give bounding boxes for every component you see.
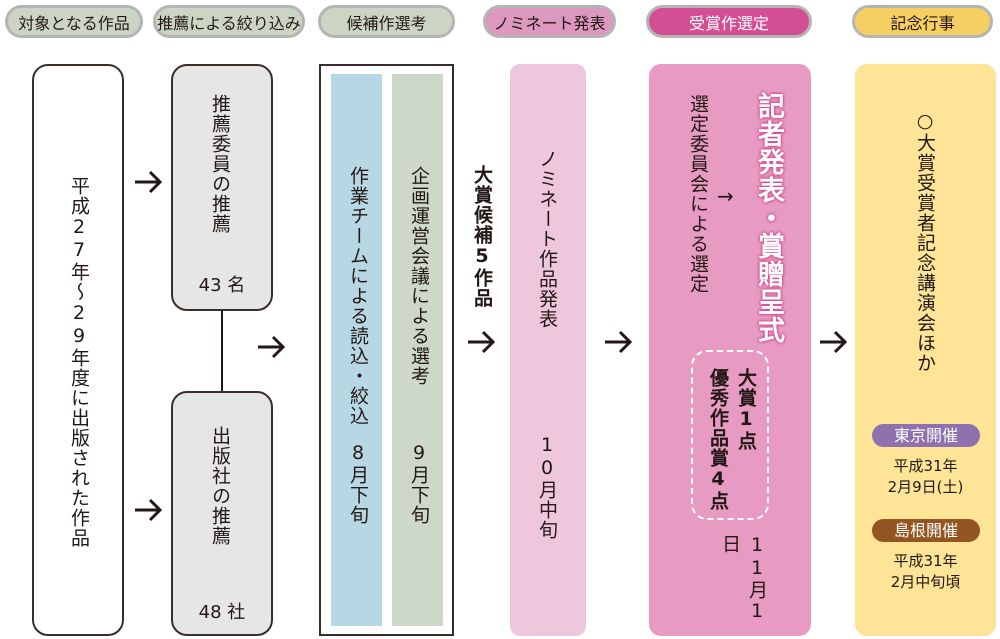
- step-memorial-event: 記念行事: [852, 5, 993, 38]
- committee-recommend-title: 推薦委員の推薦: [209, 94, 231, 234]
- target-works-text: 平成27年〜29年度に出版された作品: [68, 176, 90, 548]
- connector-line: [221, 311, 223, 391]
- tokyo-badge: 東京開催: [872, 424, 980, 447]
- ceremony-text: 記者発表・賞贈呈式: [753, 92, 784, 344]
- nominate-box: ノミネート作品発表 10月中旬: [510, 64, 586, 636]
- arrow-icon: [603, 330, 633, 354]
- award-box: 選定委員会による選定 → 記者発表・賞贈呈式 大賞1点 優秀作品賞4点 11月1…: [649, 64, 811, 636]
- step-nominate: ノミネート発表: [483, 5, 616, 38]
- excellence-prize-text: 優秀作品賞4点: [707, 368, 729, 511]
- step-label: 記念行事: [890, 13, 955, 33]
- publisher-recommend-box: 出版社の推薦 48 社: [171, 391, 273, 636]
- publisher-recommend-title: 出版社の推薦: [209, 426, 231, 546]
- step-target-works: 対象となる作品: [5, 5, 143, 38]
- planning-meeting-column: 企画運営会議による選考 9月下旬: [392, 74, 443, 626]
- step-label: 対象となる作品: [18, 13, 130, 33]
- prize-box: 大賞1点 優秀作品賞4点: [691, 350, 769, 520]
- award-date: 11月1日: [719, 534, 768, 623]
- planning-meeting-date: 9月下旬: [408, 442, 430, 525]
- step-recommend: 推薦による絞り込み: [153, 5, 305, 38]
- planning-meeting-title: 企画運営会議による選考: [408, 166, 430, 386]
- selection-committee-text: 選定委員会による選定: [687, 94, 709, 294]
- step-label: 受賞作選定: [688, 13, 769, 33]
- committee-recommend-box: 推薦委員の推薦 43 名: [171, 64, 273, 311]
- arrow-icon: [133, 170, 163, 194]
- event-title: ○大賞受賞者記念講演会ほか: [914, 110, 936, 373]
- tokyo-date: 平成31年 2月9日(土): [855, 456, 996, 498]
- step-label: 推薦による絞り込み: [157, 13, 301, 33]
- step-label: ノミネート発表: [493, 13, 606, 33]
- candidate-selection-frame: 作業チームによる読込・絞込 8月下旬 企画運営会議による選考 9月下旬: [319, 64, 454, 636]
- work-team-title: 作業チームによる読込・絞込: [347, 166, 369, 426]
- arrow-icon: [256, 335, 286, 359]
- nominate-date: 10月中旬: [536, 434, 558, 540]
- award-arrow-text: →: [717, 184, 734, 208]
- work-team-column: 作業チームによる読込・絞込 8月下旬: [331, 74, 382, 626]
- candidates-text: 大賞候補5作品: [471, 165, 493, 308]
- shimane-badge: 島根開催: [872, 519, 980, 542]
- target-works-box: 平成27年〜29年度に出版された作品: [32, 64, 124, 636]
- arrow-icon: [466, 330, 496, 354]
- tokyo-year: 平成31年: [893, 457, 958, 475]
- arrow-icon: [133, 498, 163, 522]
- tokyo-day: 2月9日(土): [887, 478, 964, 496]
- committee-count: 43 名: [198, 275, 246, 296]
- shimane-day: 2月中旬頃: [890, 573, 961, 591]
- step-award-selection: 受賞作選定: [646, 5, 812, 38]
- arrow-icon: [818, 330, 848, 354]
- shimane-year: 平成31年: [893, 552, 958, 570]
- grand-prize-text: 大賞1点: [735, 368, 757, 451]
- work-team-date: 8月下旬: [347, 442, 369, 525]
- publisher-count: 48 社: [198, 602, 246, 623]
- step-label: 候補作選考: [346, 13, 427, 33]
- step-candidate-selection: 候補作選考: [318, 5, 455, 38]
- memorial-event-box: ○大賞受賞者記念講演会ほか 東京開催 平成31年 2月9日(土) 島根開催 平成…: [855, 64, 996, 636]
- nominate-title: ノミネート作品発表: [536, 149, 558, 329]
- shimane-date: 平成31年 2月中旬頃: [855, 551, 996, 593]
